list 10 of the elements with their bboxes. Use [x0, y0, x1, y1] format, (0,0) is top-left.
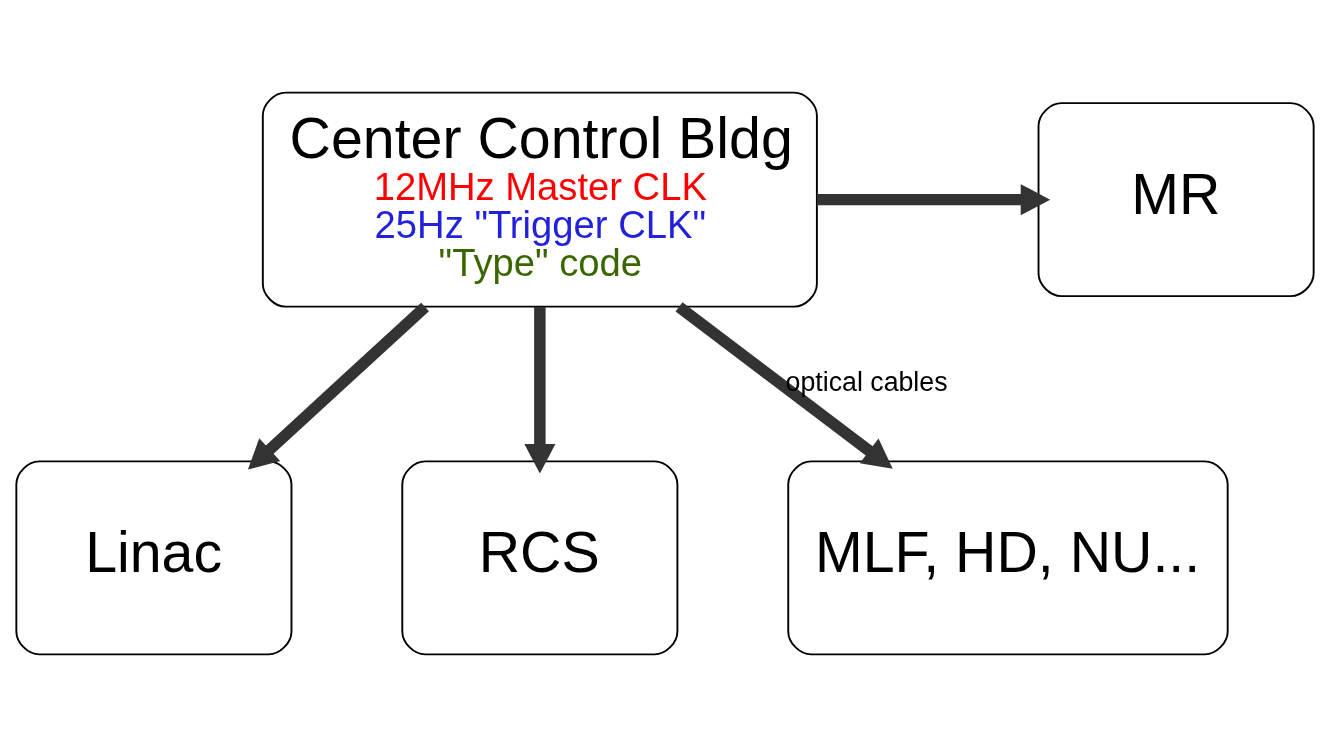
node-box: Center Control Bldg 12MHz Master CLK 25Hz "Trigger CLK" "Type" code: [261, 91, 818, 308]
node-box: Linac: [15, 460, 293, 656]
arrow: [247, 302, 429, 470]
arrow: [675, 302, 893, 469]
arrow: [816, 184, 1051, 216]
edge-label: optical cables: [785, 367, 948, 398]
node-box: RCS: [401, 460, 679, 656]
arrow: [524, 306, 556, 474]
node-box: MLF, HD, NU...: [787, 460, 1229, 656]
node-box: MR: [1037, 102, 1315, 298]
